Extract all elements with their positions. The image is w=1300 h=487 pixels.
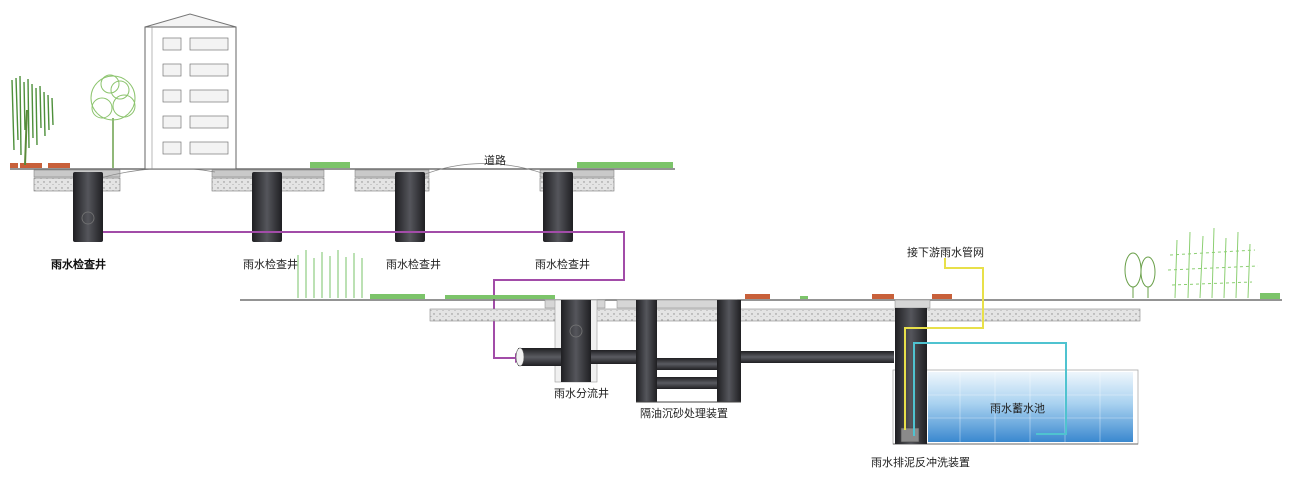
oil-sand-separator-label: 隔油沉砂处理装置 <box>640 406 728 420</box>
inspection-well-4 <box>543 172 573 242</box>
backwash-pipe-cyan <box>913 342 1067 436</box>
upper-landscape <box>10 162 673 168</box>
shrub-trees <box>1124 252 1156 298</box>
deciduous-tree <box>90 74 136 168</box>
inspection-well-2-label: 雨水检查井 <box>243 257 298 271</box>
lower-ground <box>240 299 1282 322</box>
diversion-well-label: 雨水分流井 <box>554 386 609 400</box>
downstream-pipe-yellow <box>904 258 984 430</box>
building <box>144 13 237 170</box>
diversion-well <box>515 299 636 383</box>
oil-sand-separator <box>636 300 894 403</box>
inspection-well-3 <box>395 172 425 242</box>
willow-tree <box>11 75 54 166</box>
bamboo-grove <box>1167 227 1259 299</box>
inspection-well-1 <box>73 172 103 242</box>
downstream-network-label: 接下游雨水管网 <box>907 245 984 259</box>
reed-plants <box>297 250 363 298</box>
backwash-device-label: 雨水排泥反冲洗装置 <box>871 455 970 469</box>
inspection-well-3-label: 雨水检查井 <box>386 257 441 271</box>
storage-tank-label: 雨水蓄水池 <box>990 402 1045 415</box>
inspection-well-2 <box>252 172 282 242</box>
inspection-well-4-label: 雨水检查井 <box>535 257 590 271</box>
inspection-well-1-label: 雨水检查井 <box>51 257 106 271</box>
lower-landscape <box>370 293 1280 299</box>
road-label: 道路 <box>484 153 506 167</box>
storage-tank <box>892 369 1139 445</box>
